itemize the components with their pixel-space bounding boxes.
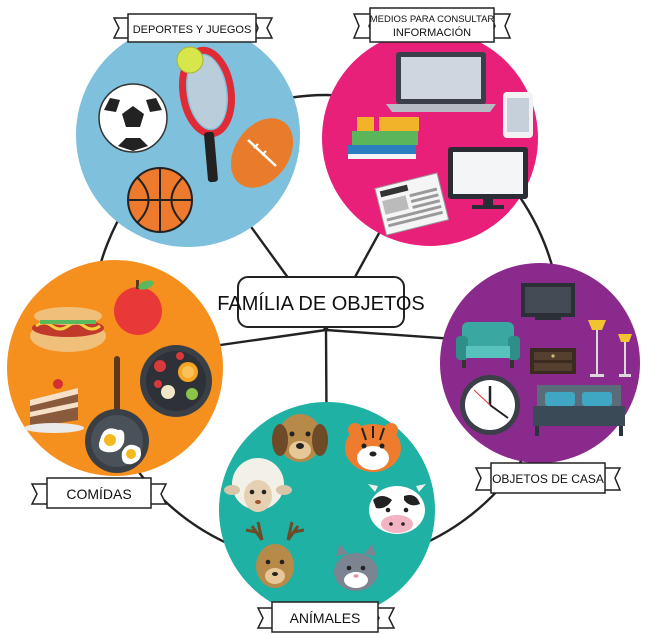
fruit-plate-icon	[140, 345, 212, 417]
banner-medios: MEDIOS PARA CONSULTAR INFORMACIÓN	[352, 7, 512, 43]
category-casa	[440, 263, 640, 463]
center-label: FAMÍLIA DE OBJETOS	[217, 292, 424, 315]
sheep-icon	[224, 458, 292, 512]
medios-label-line2: INFORMACIÓN	[393, 26, 471, 39]
deer-icon	[245, 521, 305, 588]
football-icon	[230, 118, 294, 188]
hot-dog-icon	[30, 307, 106, 352]
clock-icon	[460, 375, 520, 435]
newspaper-icon	[374, 172, 450, 236]
cat-icon	[334, 544, 378, 591]
books-icon	[348, 117, 419, 159]
cake-icon	[24, 379, 84, 433]
tennis-ball-icon	[176, 46, 204, 74]
floor-lamp-icon	[588, 320, 632, 377]
armchair-icon	[456, 322, 520, 368]
casa-label: OBJETOS DE CASA	[492, 472, 604, 486]
soccer-ball-icon	[98, 83, 168, 153]
center-node: FAMÍLIA DE OBJETOS	[217, 276, 425, 328]
fried-egg-icon	[98, 428, 141, 465]
medios-label-line1: MEDIOS PARA CONSULTAR	[370, 14, 495, 25]
cow-icon	[368, 484, 426, 534]
tv-icon	[521, 283, 575, 320]
category-comidas	[7, 260, 223, 476]
tablet-icon	[503, 92, 533, 138]
deportes-label: DEPORTES Y JUEGOS	[133, 24, 252, 36]
center-box	[237, 276, 405, 328]
dog-icon	[272, 414, 328, 462]
laptop-icon	[386, 52, 496, 112]
tiger-icon	[345, 423, 401, 472]
animales-label: ANÍMALES	[290, 610, 361, 626]
bed-icon	[533, 385, 625, 436]
apple-icon	[114, 280, 162, 335]
nightstand-icon	[530, 348, 576, 374]
category-deportes	[76, 23, 300, 247]
category-medios	[322, 30, 538, 246]
tennis-racket-icon	[179, 46, 235, 183]
banner-comidas: COMÍDAS	[30, 477, 168, 509]
monitor-icon	[448, 147, 528, 209]
banner-animales: ANÍMALES	[256, 601, 396, 633]
banner-deportes: DEPORTES Y JUEGOS	[112, 13, 274, 43]
category-animales	[219, 402, 435, 618]
comidas-label: COMÍDAS	[66, 486, 131, 502]
banner-casa: OBJETOS DE CASA	[474, 462, 622, 494]
basketball-icon	[127, 167, 193, 233]
